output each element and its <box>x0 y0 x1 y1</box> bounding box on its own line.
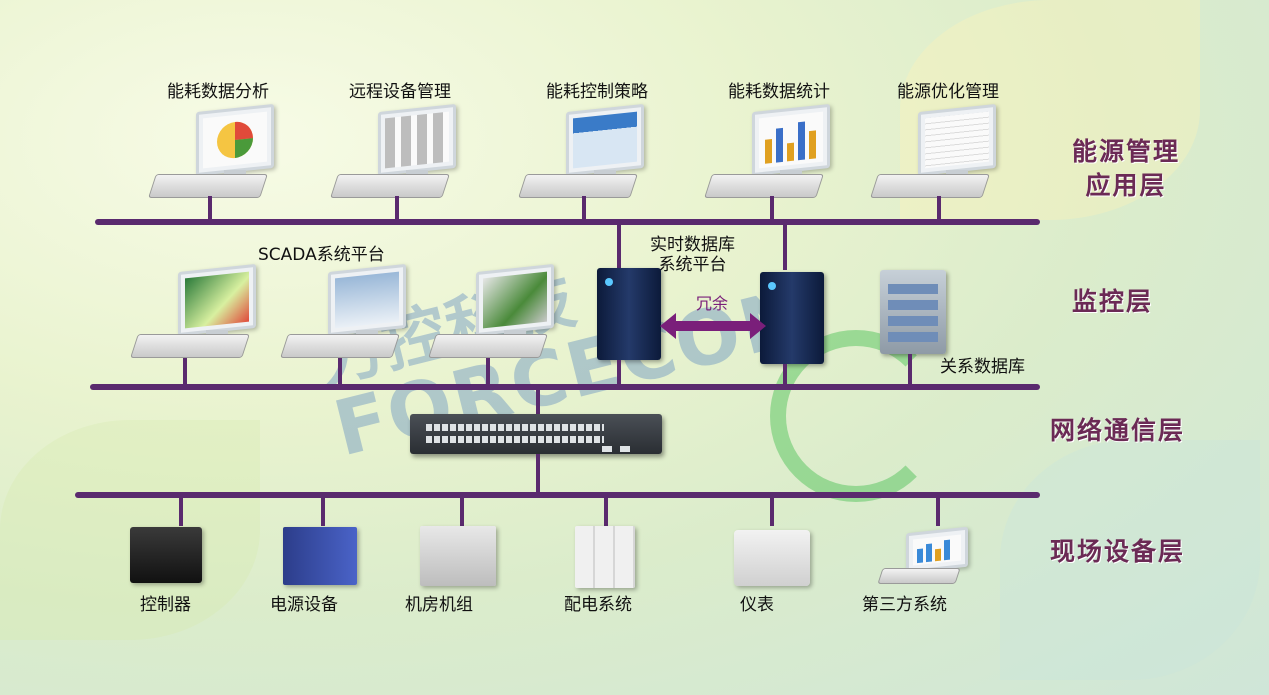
bus-drop <box>179 496 183 526</box>
bar-chart-icon <box>765 121 816 164</box>
field-device-label: 配电系统 <box>564 595 632 615</box>
bus-drop <box>338 358 342 386</box>
keyboard-icon <box>518 174 638 198</box>
switch-ports-icon <box>424 424 630 452</box>
redundancy-label: 冗余 <box>696 294 729 313</box>
power-device <box>283 527 357 585</box>
relational-db-label: 关系数据库 <box>940 357 1025 377</box>
bus-drop <box>770 196 774 220</box>
keyboard-icon <box>280 334 400 358</box>
field-device-label: 机房机组 <box>405 595 473 615</box>
bus-drop <box>937 196 941 220</box>
monitoring-bus <box>90 384 1040 390</box>
background-leaf <box>1000 440 1260 680</box>
bus-drop <box>783 222 787 270</box>
bus-drop <box>183 358 187 386</box>
keyboard-icon <box>428 334 548 358</box>
bus-drop <box>321 496 325 526</box>
app-label: 能耗数据统计 <box>728 82 830 102</box>
app-label: 远程设备管理 <box>349 82 451 102</box>
redundancy-arrow-icon <box>660 313 766 339</box>
realtime-db-server-backup <box>760 272 824 364</box>
relational-db-server <box>880 270 946 354</box>
bus-drop <box>783 364 787 386</box>
layer-label-monitoring: 监控层 <box>1072 287 1154 316</box>
bus-drop <box>582 196 586 220</box>
bus-drop <box>936 496 940 526</box>
bus-drop <box>395 196 399 220</box>
bus-drop <box>604 496 608 526</box>
bus-drop <box>208 196 212 220</box>
field-device-label: 仪表 <box>740 595 774 615</box>
app-label: 能耗数据分析 <box>167 82 269 102</box>
realtime-db-server-primary <box>597 268 661 360</box>
pie-chart-icon <box>217 121 253 159</box>
controller-device <box>130 527 202 583</box>
bus-drop <box>460 496 464 526</box>
field-device-label: 控制器 <box>140 595 191 615</box>
bus-drop <box>536 454 540 494</box>
meter-device <box>734 530 810 586</box>
app-label: 能耗控制策略 <box>546 82 648 102</box>
layer-label-network: 网络通信层 <box>1050 416 1186 445</box>
bus-drop <box>536 388 540 416</box>
bus-drop <box>908 354 912 386</box>
keyboard-icon <box>330 174 450 198</box>
layer-label-application: 能源管理 应用层 <box>1071 137 1180 200</box>
bus-drop <box>770 496 774 526</box>
bus-drop <box>617 360 621 386</box>
keyboard-icon <box>130 334 250 358</box>
layer-label-field: 现场设备层 <box>1050 537 1186 566</box>
field-device-label: 电源设备 <box>270 595 338 615</box>
bar-chart-icon <box>917 539 950 564</box>
computer-room-unit-device <box>420 526 496 586</box>
application-bus <box>95 219 1040 225</box>
keyboard-icon <box>870 174 990 198</box>
app-label: 能源优化管理 <box>897 82 999 102</box>
keyboard-icon <box>148 174 268 198</box>
power-distribution-device <box>575 526 635 588</box>
field-device-label: 第三方系统 <box>862 595 947 615</box>
scada-platform-label: SCADA系统平台 <box>258 245 385 265</box>
keyboard-icon <box>877 568 961 584</box>
bus-drop <box>617 222 621 270</box>
field-bus <box>75 492 1040 498</box>
keyboard-icon <box>704 174 824 198</box>
bus-drop <box>486 358 490 386</box>
network-switch <box>410 414 662 454</box>
realtime-db-label: 实时数据库 系统平台 <box>650 235 735 275</box>
